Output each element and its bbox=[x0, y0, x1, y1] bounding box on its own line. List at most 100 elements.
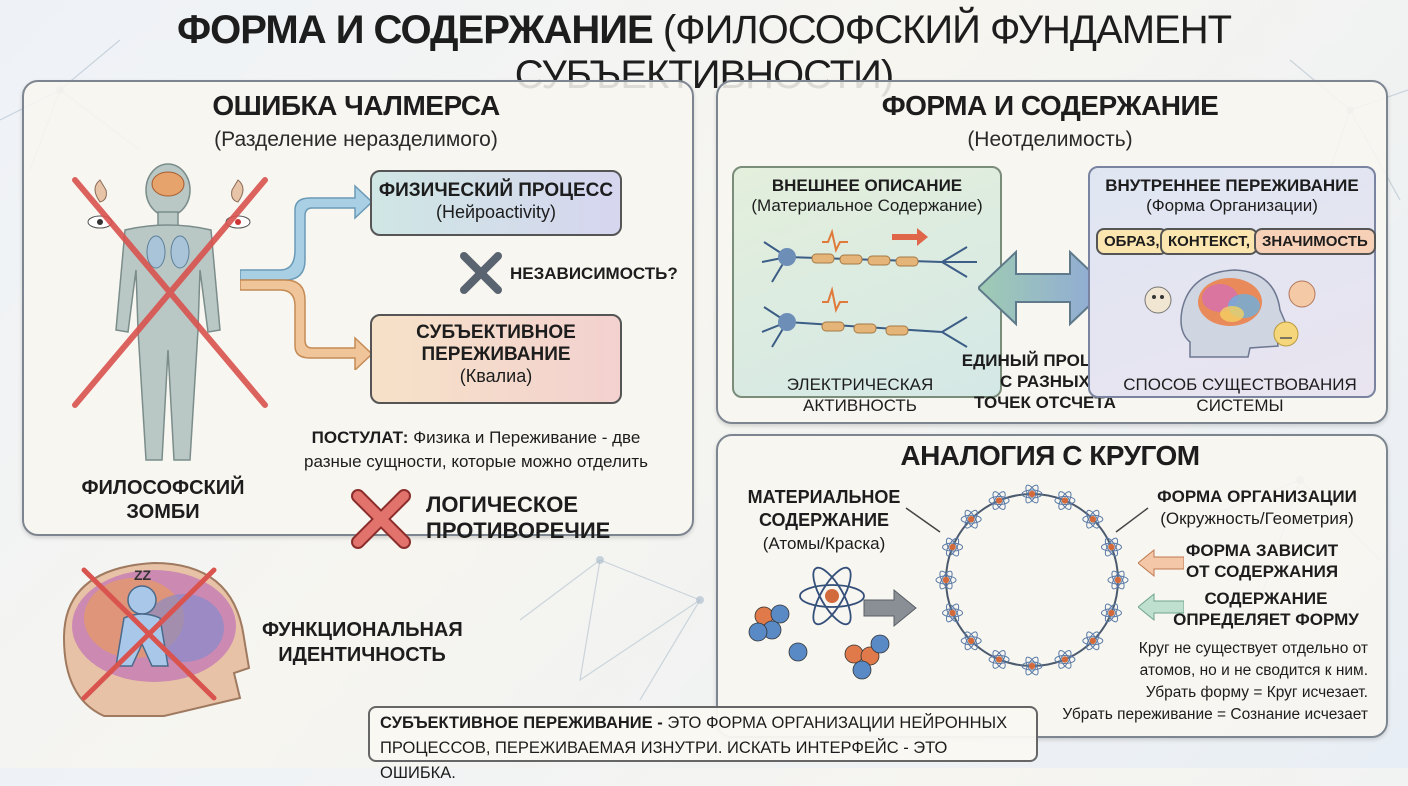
zombie-figure bbox=[72, 163, 268, 461]
internal-subtitle: (Форма Организации) bbox=[1146, 196, 1318, 215]
contradiction-cross-icon bbox=[351, 489, 411, 549]
lungs-icon bbox=[146, 235, 190, 269]
neurons-illustration bbox=[761, 228, 977, 348]
signal-arrow bbox=[892, 228, 928, 246]
ring-atom-icon bbox=[1082, 509, 1104, 529]
physical-process-subtitle: (Нейроactivity) bbox=[435, 202, 557, 222]
arrow-to-physical bbox=[240, 184, 374, 281]
material-line1: МАТЕРИАЛЬНОЕ bbox=[747, 487, 901, 507]
colorful-brain-icon bbox=[1198, 278, 1262, 326]
ring-atom-icon bbox=[1021, 656, 1043, 676]
title-bold: ФОРМА И СОДЕРЖАНИЕ bbox=[176, 8, 654, 52]
system-mode-label: СПОСОБ СУЩЕСТВОВАНИЯ СИСТЕМЫ bbox=[1110, 374, 1370, 416]
face-icon bbox=[1144, 286, 1172, 314]
sun-icon bbox=[1288, 280, 1316, 308]
physical-process-box: ФИЗИЧЕСКИЙ ПРОЦЕСС (Нейроactivity) bbox=[370, 170, 622, 236]
ring-atom-icon bbox=[1100, 537, 1122, 557]
tag-context: КОНТЕКСТ, bbox=[1160, 228, 1259, 255]
ring-atom-icon bbox=[1082, 631, 1104, 651]
ring-atom-icon bbox=[1100, 603, 1122, 623]
circle-analogy-title: АНАЛОГИЯ С КРУГОМ bbox=[900, 440, 1200, 471]
footer-statement: СУБЪЕКТИВНОЕ ПЕРЕЖИВАНИЕ - ЭТО ФОРМА ОРГ… bbox=[368, 706, 1038, 782]
sleep-zzz: ZZ bbox=[134, 567, 152, 583]
subjective-subtitle: (Квалиа) bbox=[459, 366, 533, 386]
human-body-icon bbox=[115, 163, 221, 461]
ear-icons bbox=[94, 179, 244, 203]
form-organization-label: ФОРМА ОРГАНИЗАЦИИ (Окружность/Геометрия) bbox=[1146, 486, 1368, 530]
depends-arrow-icon bbox=[1138, 548, 1184, 578]
defines-line2: ОПРЕДЕЛЯЕТ ФОРМУ bbox=[1173, 610, 1359, 629]
contradiction-line2: ПРОТИВОРЕЧИЕ bbox=[426, 518, 611, 543]
unified-line1: ЕДИНЫЙ ПРОЦЕСС bbox=[961, 351, 1129, 370]
ring-atom-icon bbox=[942, 603, 964, 623]
zombie-label-line2: ЗОМБИ bbox=[126, 501, 200, 523]
independence-label: НЕЗАВИСИМОСТЬ? bbox=[510, 264, 678, 283]
ring-atom-icon bbox=[988, 650, 1010, 669]
material-arrow bbox=[863, 588, 917, 628]
note-line1: Круг не существует отдельно от bbox=[1138, 640, 1368, 657]
postulate-line1: Физика и Переживание - две bbox=[413, 428, 641, 447]
material-line2: СОДЕРЖАНИЕ bbox=[758, 510, 890, 530]
head-brain-illustration bbox=[1144, 269, 1316, 358]
note-line4: Убрать переживание = Сознание исчезает bbox=[1062, 706, 1368, 723]
material-subtitle: (Атомы/Краска) bbox=[762, 534, 886, 553]
depends-line1: ФОРМА ЗАВИСИТ bbox=[1185, 541, 1339, 560]
external-description-box: ВНЕШНЕЕ ОПИСАНИЕ (Материальное Содержани… bbox=[732, 166, 1002, 398]
chalmers-panel bbox=[22, 80, 694, 536]
electric-activity-label: ЭЛЕКТРИЧЕСКАЯ АКТИВНОСТЬ bbox=[760, 374, 960, 416]
subjective-title-line2: ПЕРЕЖИВАНИЕ bbox=[421, 344, 571, 365]
internal-title: ВНУТРЕННЕЕ ПЕРЕЖИВАНИЕ bbox=[1105, 176, 1359, 195]
ring-atom-icon bbox=[935, 570, 957, 590]
content-defines-label: СОДЕРЖАНИЕ ОПРЕДЕЛЯЕТ ФОРМУ bbox=[1168, 588, 1364, 630]
double-arrow-icon bbox=[978, 249, 1108, 327]
unified-line2: С РАЗНЫХ bbox=[999, 372, 1091, 391]
chalmers-subtitle: (Разделение неразделимого) bbox=[214, 128, 498, 151]
form-org-title: ФОРМА ОРГАНИЗАЦИИ bbox=[1157, 487, 1357, 506]
form-depends-label: ФОРМА ЗАВИСИТ ОТ СОДЕРЖАНИЯ bbox=[1182, 540, 1342, 582]
ring-atom-icon bbox=[960, 509, 982, 529]
brain-icon bbox=[151, 171, 185, 197]
footer-bold: СУБЪЕКТИВНОЕ ПЕРЕЖИВАНИЕ - bbox=[380, 714, 663, 732]
note-line2: атомов, но и не сводится к ним. bbox=[1139, 662, 1368, 679]
functional-identity-label: ФУНКЦИОНАЛЬНАЯ ИДЕНТИЧНОСТЬ bbox=[262, 618, 463, 668]
form-content-subtitle: (Неотделимость) bbox=[967, 128, 1133, 151]
functional-line2: ИДЕНТИЧНОСТЬ bbox=[278, 644, 446, 666]
ring-atom-icon bbox=[1107, 570, 1129, 590]
title-rest: (ФИЛОСОФСКИЙ ФУНДАМЕНТ СУБЪЕКТИВНОСТИ) bbox=[514, 8, 1232, 97]
tag-significance: ЗНАЧИМОСТЬ bbox=[1254, 228, 1376, 255]
atom-circle bbox=[935, 484, 1129, 676]
zombie-cross-icon bbox=[72, 177, 268, 408]
form-content-title: ФОРМА И СОДЕРЖАНИЕ bbox=[881, 90, 1219, 121]
unified-line3: ТОЧЕК ОТСЧЕТА bbox=[974, 393, 1116, 412]
external-title: ВНЕШНЕЕ ОПИСАНИЕ bbox=[771, 176, 963, 195]
smiley-icon bbox=[1273, 321, 1299, 347]
note-line3: Убрать форму = Круг исчезает. bbox=[1145, 684, 1368, 701]
zombie-label: ФИЛОСОФСКИЙ ЗОМБИ bbox=[68, 476, 258, 524]
mode-line1: СПОСОБ СУЩЕСТВОВАНИЯ bbox=[1123, 375, 1357, 394]
unified-process-label: ЕДИНЫЙ ПРОЦЕСС С РАЗНЫХ ТОЧЕК ОТСЧЕТА bbox=[950, 350, 1140, 413]
defines-arrow-icon bbox=[1138, 592, 1184, 622]
chalmers-title: ОШИБКА ЧАЛМЕРСА bbox=[212, 90, 500, 121]
postulate-line2: разные сущности, которые можно отделить bbox=[303, 452, 649, 471]
tag-image: ОБРАЗ, bbox=[1096, 228, 1168, 255]
depends-line2: ОТ СОДЕРЖАНИЯ bbox=[1185, 562, 1339, 581]
circle-analogy-panel bbox=[716, 434, 1388, 738]
independence-x-icon bbox=[460, 252, 502, 294]
atom-icon bbox=[799, 566, 865, 626]
subjective-experience-box: СУБЪЕКТИВНОЕ ПЕРЕЖИВАНИЕ (Квалиа) bbox=[370, 314, 622, 404]
split-arrows bbox=[240, 184, 374, 370]
connector-lines bbox=[905, 507, 1149, 533]
ring-atom-icon bbox=[1054, 650, 1076, 669]
ring-atom-icon bbox=[1054, 491, 1076, 510]
subjective-title-line1: СУБЪЕКТИВНОЕ bbox=[416, 322, 576, 343]
circle-note: Круг не существует отдельно от атомов, н… bbox=[1030, 638, 1368, 726]
signal-waves bbox=[822, 228, 848, 314]
arrow-to-subjective bbox=[240, 279, 374, 370]
ring-atom-icon bbox=[988, 491, 1010, 510]
external-subtitle: (Материальное Содержание) bbox=[751, 196, 983, 215]
postulate-label: ПОСТУЛАТ: bbox=[311, 428, 409, 447]
atoms-illustration bbox=[748, 566, 917, 680]
page-title: ФОРМА И СОДЕРЖАНИЕ (ФИЛОСОФСКИЙ ФУНДАМЕН… bbox=[0, 8, 1408, 98]
functional-cross-icon bbox=[81, 567, 217, 701]
footer-line2: ПРОЦЕССОВ, ПЕРЕЖИВАЕМАЯ ИЗНУТРИ. ИСКАТЬ … bbox=[380, 739, 948, 782]
